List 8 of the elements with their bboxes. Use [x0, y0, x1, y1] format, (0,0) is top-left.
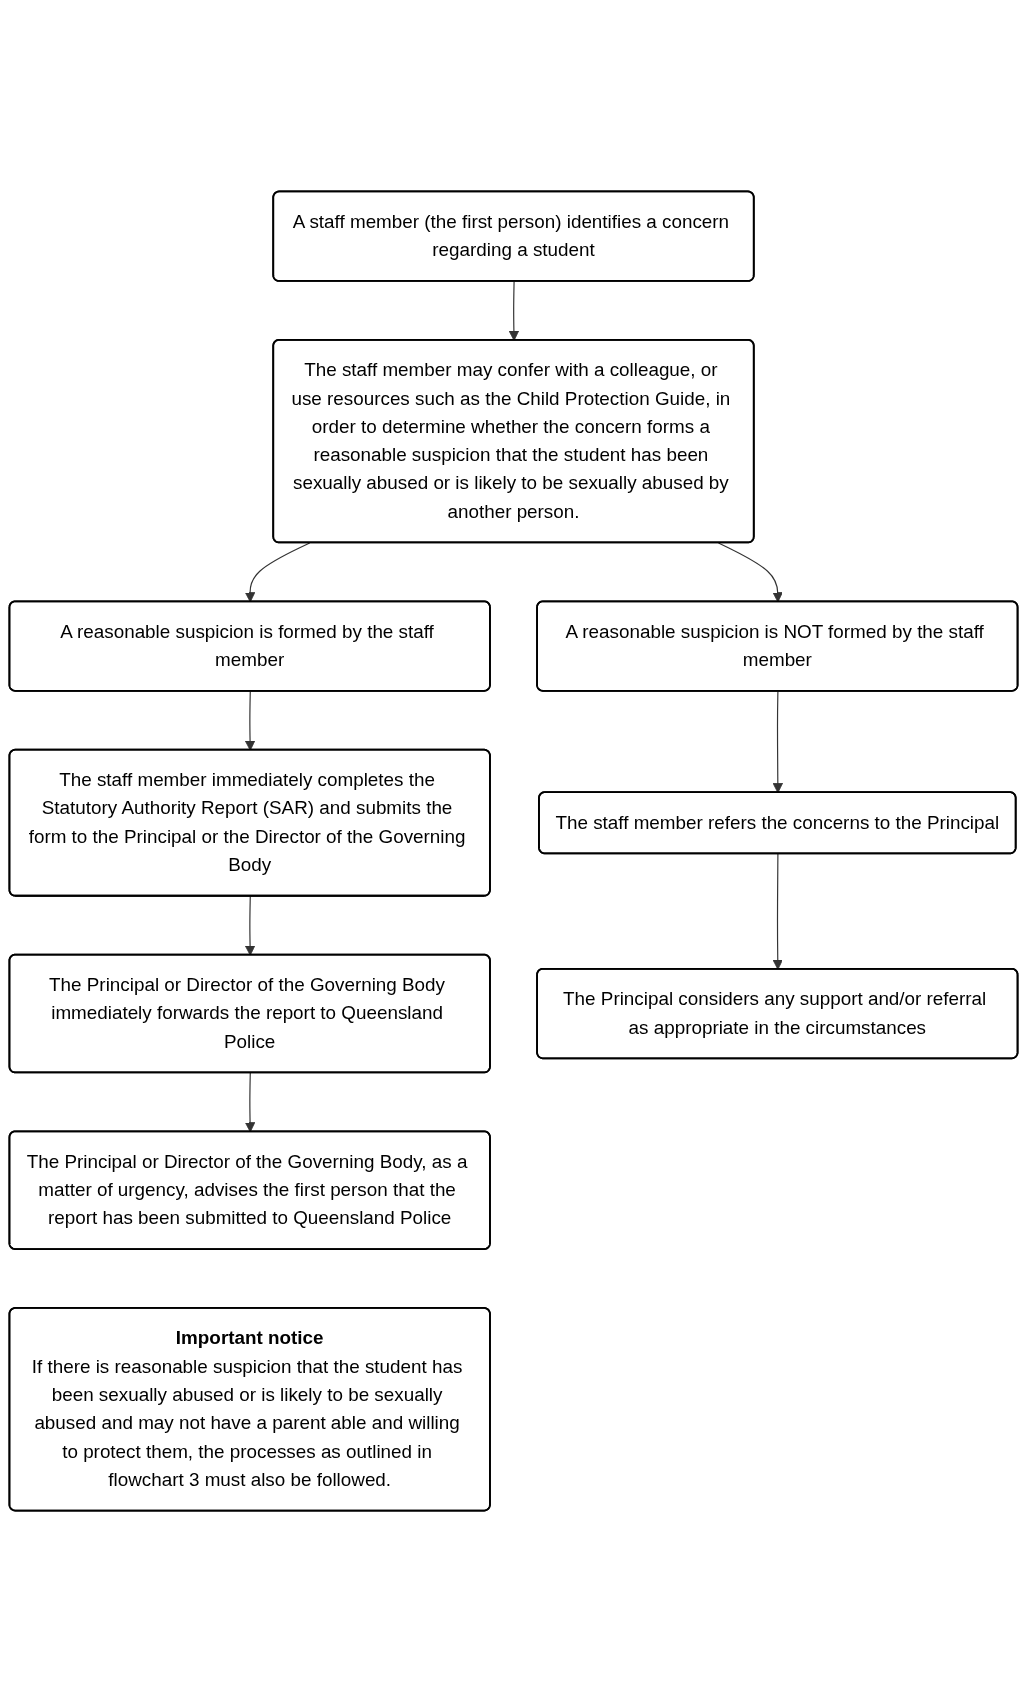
arrow	[717, 542, 783, 603]
arrow	[244, 690, 256, 751]
arrow	[244, 1072, 256, 1133]
arrow	[244, 542, 311, 603]
arrow	[508, 280, 520, 341]
arrow	[244, 895, 256, 956]
arrow	[772, 853, 783, 970]
arrow	[772, 690, 783, 794]
